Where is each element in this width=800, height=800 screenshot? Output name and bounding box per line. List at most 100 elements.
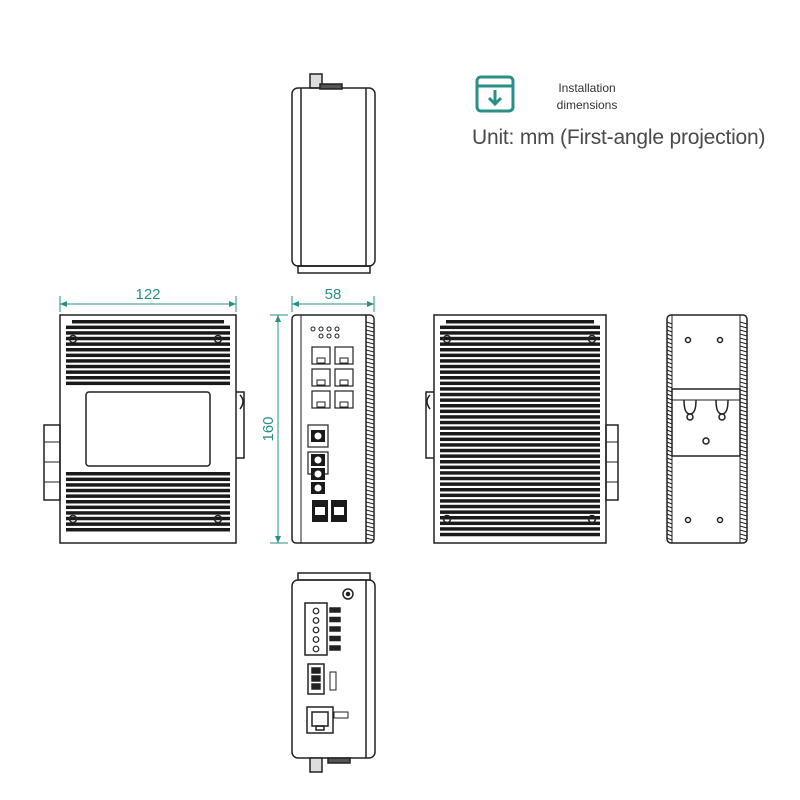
heat-sink-fin [440,392,600,397]
rj45-port [311,368,331,387]
grip-ridge [739,453,748,457]
grip-ridge [365,413,375,417]
heat-sink-fin [66,511,230,515]
heat-sink-fin [440,527,600,531]
grip-ridge [365,373,375,377]
heat-sink-fin [66,516,230,521]
grip-ridge [365,361,375,365]
heat-sink-fin [440,409,600,414]
heat-sink-fin [440,437,600,442]
grip-ridge [739,441,748,445]
rj45-port [334,368,354,387]
grip-ridge [365,325,375,329]
bottom-view [291,572,376,773]
heat-sink-fin [440,426,600,430]
rj45-port [311,346,331,365]
din-rail-view [666,314,748,544]
grip-ridge [739,365,748,369]
grip-ridge [739,337,748,341]
grip-ridge [739,521,748,525]
heat-sink-fin [440,465,600,470]
heat-sink-fin [66,381,230,386]
grip-ridge [666,377,673,381]
grip-ridge [365,537,375,541]
heat-sink-fin [440,521,600,526]
grip-ridge [365,429,375,433]
heat-sink-fin [66,359,230,363]
grip-ridge [666,481,673,485]
grip-ridge [739,429,748,433]
heat-sink-fin [66,370,230,374]
led-indicator [310,326,316,332]
grip-ridge [739,341,748,345]
led-indicator [318,326,324,332]
sfp-opening [334,507,344,515]
grip-ridge [666,509,673,513]
terminal-screw [312,617,320,624]
grip-ridge [666,405,673,409]
heat-sink-fin [440,482,600,486]
console-pin [311,675,321,682]
grip-ridge [666,497,673,501]
grip-ridge [739,349,748,353]
grip-ridge [666,337,673,341]
heat-sink-fin [440,448,600,453]
heat-sink-fin [440,415,600,419]
heat-sink-fin [440,381,600,386]
grip-ridge [365,421,375,425]
console-pin [311,683,321,690]
heat-sink-fin [66,353,230,358]
grip-ridge [666,345,673,349]
grip-ridge [365,449,375,453]
heat-sink-fin [440,348,600,352]
grip-ridge [666,393,673,397]
grip-ridge [739,445,748,449]
grip-ridge [739,405,748,409]
grip-ridge [666,513,673,517]
grip-ridge [666,389,673,393]
grip-ridge [666,357,673,361]
grip-ridge [739,421,748,425]
top-view [291,73,376,274]
rj45-latch [316,401,326,408]
heat-sink-fin [440,353,600,358]
console-pin [311,667,321,674]
grip-ridge [365,357,375,361]
grip-ridge [666,477,673,481]
heat-sink-fin [66,505,230,510]
grip-ridge [365,497,375,501]
fiber-core [314,432,322,440]
grip-ridge [365,469,375,473]
grip-ridge [739,457,748,461]
grip-ridge [666,449,673,453]
grip-ridge [739,437,748,441]
heat-sink-fin [66,500,230,504]
grip-ridge [739,345,748,349]
grip-ridge [365,381,375,385]
grip-ridge [666,365,673,369]
heat-sink-fin [440,342,600,346]
grip-ridge [739,381,748,385]
grip-ridge [666,457,673,461]
grip-ridge [739,425,748,429]
grip-ridge [666,397,673,401]
terminal-marking [329,645,341,651]
terminal-screw [312,607,320,615]
dimension-depth: 58 [291,286,375,312]
grip-ridge [739,493,748,497]
heat-sink-fin [66,477,230,482]
grip-ridge [365,457,375,461]
grip-ridge [365,525,375,529]
heat-sink-fin [66,522,230,526]
grip-ridge [666,413,673,417]
grip-ridge [739,533,748,537]
grip-ridge [365,481,375,485]
grip-ridge [365,477,375,481]
heat-sink-fin [440,454,600,458]
heat-sink-fin [66,528,230,532]
grip-ridge [739,433,748,437]
grip-ridge [666,349,673,353]
dimension-height: 160 [260,314,288,544]
grip-ridge [365,465,375,469]
grip-ridge [739,397,748,401]
